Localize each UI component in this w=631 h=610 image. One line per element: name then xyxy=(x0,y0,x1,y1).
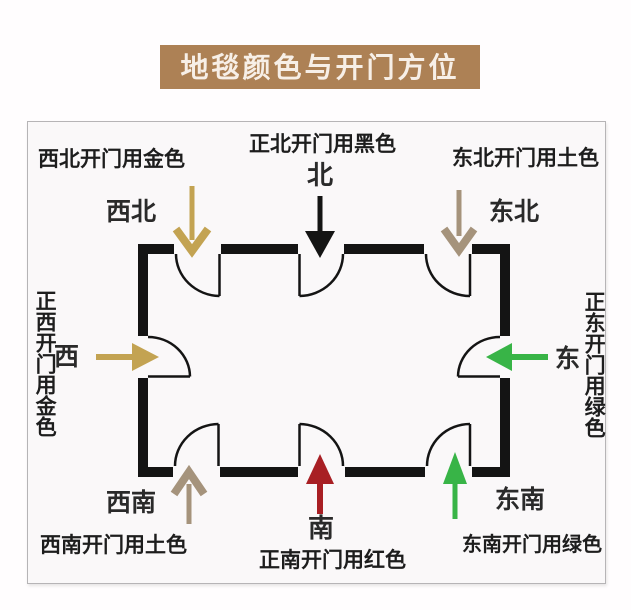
north-door xyxy=(298,253,345,298)
label-southwest-instruction: 西南开门用土色 xyxy=(40,534,187,557)
arrow-head xyxy=(443,452,467,484)
door-swing-arc xyxy=(456,335,501,377)
arrow-head xyxy=(305,231,335,258)
label-northwest-instruction: 西北开门用金色 xyxy=(38,148,185,171)
east-door xyxy=(456,335,501,378)
label-northwest-direction: 西北 xyxy=(106,198,157,226)
door-gaps xyxy=(137,243,511,478)
arrow-head xyxy=(486,343,512,371)
label-east-instruction: 正东开门用绿色 xyxy=(582,291,606,438)
arrow-head xyxy=(172,226,212,258)
label-west-instruction: 正西开门用金色 xyxy=(33,290,57,437)
title-banner: 地毯颜色与开门方位 xyxy=(160,45,480,89)
label-west-direction: 西 xyxy=(54,343,80,371)
door-swing-arc xyxy=(173,422,219,467)
arrow-head xyxy=(132,343,159,371)
doors xyxy=(147,253,501,467)
label-southwest-direction: 西南 xyxy=(106,489,157,517)
arrow-head xyxy=(170,464,208,497)
southwest-door xyxy=(173,422,220,467)
door-swing-arc xyxy=(425,422,471,467)
northwest-arrow xyxy=(172,186,212,258)
door-swing-arc xyxy=(147,335,192,377)
room-walls xyxy=(138,244,510,477)
label-north-direction: 北 xyxy=(307,160,334,190)
label-northeast-direction: 东北 xyxy=(489,198,540,226)
arrow-head xyxy=(306,454,334,484)
northeast-arrow xyxy=(440,190,478,257)
west-door xyxy=(147,335,192,378)
southeast-arrow xyxy=(443,452,467,519)
southeast-door xyxy=(425,422,472,467)
label-northeast-instruction: 东北开门用土色 xyxy=(452,147,599,170)
northwest-door xyxy=(174,253,221,298)
south-door xyxy=(298,422,345,467)
door-swing-arc xyxy=(424,253,471,298)
west-arrow xyxy=(96,343,159,371)
east-arrow xyxy=(486,343,548,371)
label-southeast-instruction: 东南开门用绿色 xyxy=(462,534,602,556)
label-south-instruction: 正南开门用红色 xyxy=(259,549,406,572)
label-south-direction: 南 xyxy=(308,513,335,543)
label-southeast-direction: 东南 xyxy=(495,486,546,514)
page-title: 地毯颜色与开门方位 xyxy=(180,52,460,83)
arrow-head xyxy=(440,226,478,257)
door-swing-arc xyxy=(299,422,345,467)
northeast-door xyxy=(424,253,472,298)
southwest-arrow xyxy=(170,464,208,524)
label-north-instruction: 正北开门用黑色 xyxy=(249,133,396,156)
door-swing-arc xyxy=(174,253,220,298)
south-arrow xyxy=(306,454,334,514)
door-swing-arc xyxy=(299,253,345,298)
label-east-direction: 东 xyxy=(555,345,581,373)
north-arrow xyxy=(305,196,335,258)
